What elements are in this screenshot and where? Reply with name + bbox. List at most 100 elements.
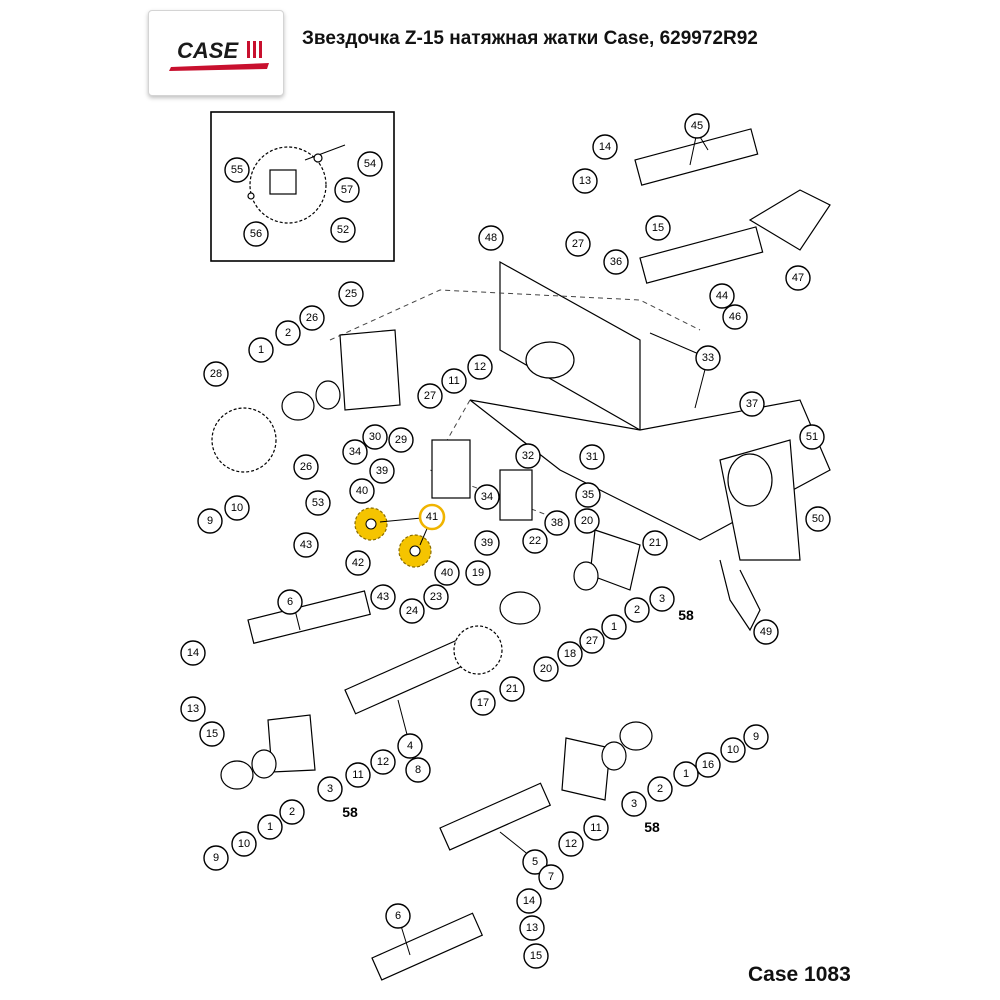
upper-shaft-44 (639, 226, 764, 284)
bracket-29 (431, 439, 471, 499)
callout-6: 6 (277, 589, 303, 615)
callout-42: 42 (345, 550, 371, 576)
callout-43: 43 (293, 532, 319, 558)
svg-text:27: 27 (572, 238, 584, 250)
svg-text:14: 14 (523, 895, 535, 907)
logo-wordmark: CASE (177, 38, 239, 63)
svg-text:47: 47 (792, 272, 804, 284)
svg-text:3: 3 (659, 593, 665, 605)
callout-18: 18 (557, 641, 583, 667)
svg-text:35: 35 (582, 489, 594, 501)
callout-12: 12 (467, 354, 493, 380)
svg-text:1: 1 (258, 344, 264, 356)
svg-text:15: 15 (530, 950, 542, 962)
callout-25: 25 (338, 281, 364, 307)
svg-text:34: 34 (349, 446, 361, 458)
svg-text:36: 36 (610, 256, 622, 268)
sprocket-28 (211, 407, 277, 473)
callout-2: 2 (275, 320, 301, 346)
callout-15: 15 (645, 215, 671, 241)
callout-2-b: 2 (624, 597, 650, 623)
callout-54: 54 (357, 151, 383, 177)
callout-21-b: 21 (499, 676, 525, 702)
callout-34-b: 34 (474, 484, 500, 510)
callout-27: 27 (565, 231, 591, 257)
callout-17: 17 (470, 690, 496, 716)
callout-56: 56 (243, 221, 269, 247)
svg-text:1: 1 (267, 821, 273, 833)
callout-13-b: 13 (180, 696, 206, 722)
callout-35: 35 (575, 482, 601, 508)
callout-15-b: 15 (199, 721, 225, 747)
callout-40-b: 40 (434, 560, 460, 586)
svg-text:39: 39 (376, 465, 388, 477)
inset-frame (210, 111, 395, 262)
callout-45: 45 (684, 113, 710, 139)
callout-44: 44 (709, 283, 735, 309)
svg-text:26: 26 (300, 461, 312, 473)
callout-1-b: 1 (601, 614, 627, 640)
shaft-6b (371, 912, 484, 981)
svg-text:11: 11 (590, 822, 601, 834)
callout-2-d: 2 (647, 776, 673, 802)
callout-23: 23 (423, 584, 449, 610)
svg-text:7: 7 (548, 871, 554, 883)
svg-text:28: 28 (210, 368, 222, 380)
callout-11-c: 11 (583, 815, 609, 841)
svg-text:55: 55 (231, 164, 243, 176)
svg-text:58: 58 (678, 607, 694, 623)
callout-58-c: 58 (644, 819, 660, 835)
svg-text:58: 58 (644, 819, 660, 835)
callout-9-b: 9 (743, 724, 769, 750)
callout-14: 14 (592, 134, 618, 160)
svg-text:5: 5 (532, 856, 538, 868)
callout-21: 21 (642, 530, 668, 556)
callout-6-b: 6 (385, 903, 411, 929)
callout-36: 36 (603, 249, 629, 275)
svg-text:42: 42 (352, 557, 364, 569)
callout-10: 10 (224, 495, 250, 521)
svg-text:26: 26 (306, 312, 318, 324)
callout-9: 9 (197, 508, 223, 534)
callout-39: 39 (369, 458, 395, 484)
callout-10-b: 10 (720, 737, 746, 763)
svg-text:10: 10 (238, 838, 250, 850)
svg-text:40: 40 (356, 485, 368, 497)
svg-text:27: 27 (586, 635, 598, 647)
callout-22: 22 (522, 528, 548, 554)
flange-25 (339, 329, 401, 411)
u-bolt (719, 559, 761, 632)
callout-3-b: 3 (317, 776, 343, 802)
callout-57: 57 (334, 177, 360, 203)
svg-text:13: 13 (579, 175, 591, 187)
model-label: Case 1083 (748, 963, 851, 986)
svg-text:19: 19 (472, 567, 484, 579)
svg-text:9: 9 (753, 731, 759, 743)
svg-text:16: 16 (702, 759, 714, 771)
svg-text:17: 17 (477, 697, 489, 709)
svg-text:11: 11 (448, 375, 459, 387)
callout-28: 28 (203, 361, 229, 387)
svg-text:50: 50 (812, 513, 824, 525)
callout-12-b: 12 (370, 749, 396, 775)
svg-text:44: 44 (716, 290, 728, 302)
upper-shaft-45 (634, 128, 759, 186)
svg-text:12: 12 (565, 838, 577, 850)
flange-3c (561, 737, 611, 801)
svg-text:40: 40 (441, 567, 453, 579)
svg-text:43: 43 (377, 591, 389, 603)
svg-text:48: 48 (485, 232, 497, 244)
callout-11-b: 11 (345, 762, 371, 788)
callout-14-b: 14 (180, 640, 206, 666)
shaft-5 (439, 782, 552, 851)
callout-14-c: 14 (516, 888, 542, 914)
callout-32: 32 (515, 443, 541, 469)
callout-8: 8 (405, 757, 431, 783)
shaft-6a (247, 590, 371, 645)
svg-text:30: 30 (369, 431, 381, 443)
callout-47: 47 (785, 265, 811, 291)
svg-text:49: 49 (760, 626, 772, 638)
frame-outline-top (329, 289, 701, 341)
callout-58: 58 (678, 607, 694, 623)
